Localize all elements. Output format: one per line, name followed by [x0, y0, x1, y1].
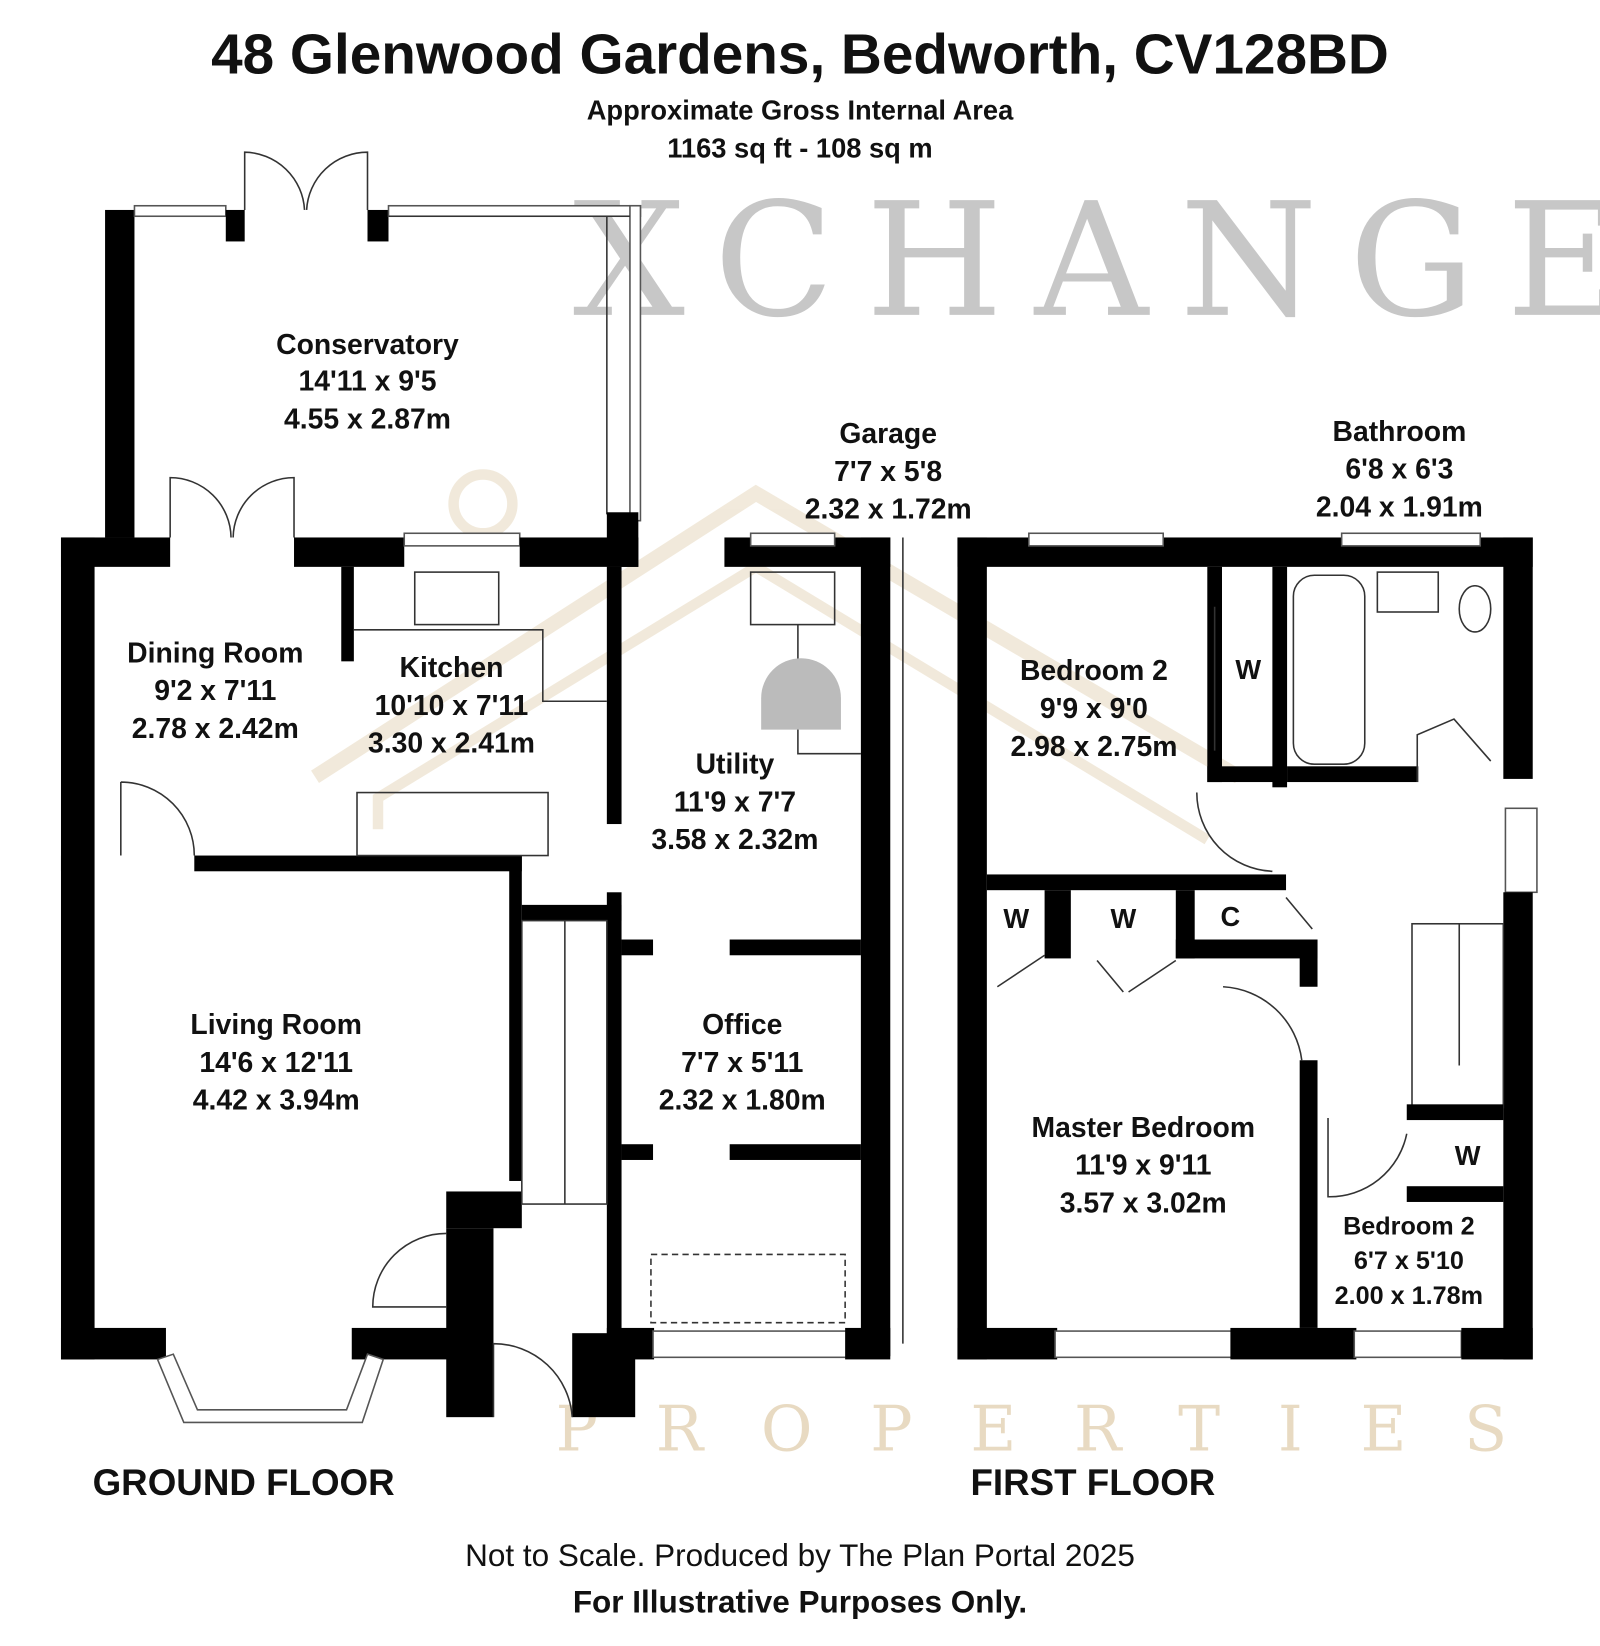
svg-text:7'7 x 5'11: 7'7 x 5'11 [681, 1047, 803, 1079]
svg-text:3.58 x 2.32m: 3.58 x 2.32m [651, 824, 818, 856]
cupboard-c: C [1221, 901, 1241, 932]
gross-area: 1163 sq ft - 108 sq m [667, 132, 932, 163]
svg-text:11'9 x 7'7: 11'9 x 7'7 [674, 786, 796, 818]
svg-text:6'7 x 5'10: 6'7 x 5'10 [1354, 1247, 1464, 1275]
svg-text:4.55 x 2.87m: 4.55 x 2.87m [284, 403, 451, 435]
svg-text:Bathroom: Bathroom [1333, 416, 1467, 448]
watermark-subtext: PROPERTIES [556, 1393, 1565, 1466]
svg-text:9'2 x 7'11: 9'2 x 7'11 [154, 675, 276, 707]
svg-text:Bedroom 2: Bedroom 2 [1020, 655, 1168, 687]
room-bedroom-3: Bedroom 2 6'7 x 5'10 2.00 x 1.78m [1335, 1213, 1483, 1310]
svg-text:4.42 x 3.94m: 4.42 x 3.94m [193, 1085, 360, 1117]
svg-text:Office: Office [702, 1009, 782, 1041]
svg-text:Garage: Garage [839, 418, 937, 450]
footer-note: Not to Scale. Produced by The Plan Porta… [465, 1537, 1135, 1573]
cupboard-w-4: W [1455, 1140, 1481, 1171]
svg-text:Living Room: Living Room [190, 1009, 362, 1041]
svg-text:11'9 x 9'11: 11'9 x 9'11 [1075, 1150, 1211, 1182]
first-floor-walls: W W W C W [957, 532, 1538, 1360]
svg-text:3.57 x 3.02m: 3.57 x 3.02m [1060, 1187, 1227, 1219]
room-utility: Utility 11'9 x 7'7 3.58 x 2.32m [651, 749, 818, 857]
ground-floor-walls [60, 151, 904, 1424]
svg-text:Master Bedroom: Master Bedroom [1032, 1112, 1256, 1144]
svg-text:14'6 x 12'11: 14'6 x 12'11 [199, 1047, 353, 1079]
room-bedroom-2: Bedroom 2 9'9 x 9'0 2.98 x 2.75m [1010, 655, 1177, 763]
room-office: Office 7'7 x 5'11 2.32 x 1.80m [659, 1009, 826, 1117]
watermark-text: XCHANGE [573, 170, 1600, 353]
svg-text:Kitchen: Kitchen [400, 652, 504, 684]
svg-text:2.32 x 1.72m: 2.32 x 1.72m [805, 494, 972, 526]
room-bathroom: Bathroom 6'8 x 6'3 2.04 x 1.91m [1316, 416, 1483, 524]
svg-text:6'8 x 6'3: 6'8 x 6'3 [1345, 454, 1453, 486]
svg-text:3.30 x 2.41m: 3.30 x 2.41m [368, 728, 535, 760]
svg-text:2.00 x 1.78m: 2.00 x 1.78m [1335, 1282, 1483, 1310]
svg-text:10'10 x 7'11: 10'10 x 7'11 [375, 690, 529, 722]
svg-text:7'7 x 5'8: 7'7 x 5'8 [834, 456, 942, 488]
cupboard-w-2: W [1003, 903, 1029, 934]
plan-subtitle: Approximate Gross Internal Area [587, 95, 1014, 126]
svg-text:Utility: Utility [696, 749, 775, 781]
svg-text:2.04 x 1.91m: 2.04 x 1.91m [1316, 491, 1483, 523]
room-master-bedroom: Master Bedroom 11'9 x 9'11 3.57 x 3.02m [1032, 1112, 1256, 1220]
first-floor-label: FIRST FLOOR [970, 1462, 1215, 1503]
svg-text:2.98 x 2.75m: 2.98 x 2.75m [1010, 731, 1177, 763]
svg-text:2.78 x 2.42m: 2.78 x 2.42m [132, 713, 299, 745]
ground-floor-label: GROUND FLOOR [93, 1462, 395, 1503]
svg-text:2.32 x 1.80m: 2.32 x 1.80m [659, 1085, 826, 1117]
ground-floor-rooms: Conservatory 14'11 x 9'5 4.55 x 2.87m Di… [127, 329, 971, 1117]
plan-title: 48 Glenwood Gardens, Bedworth, CV128BD [211, 23, 1389, 86]
svg-text:Bedroom 2: Bedroom 2 [1343, 1213, 1475, 1241]
room-kitchen: Kitchen 10'10 x 7'11 3.30 x 2.41m [368, 652, 535, 760]
cupboard-w-1: W [1235, 654, 1261, 685]
svg-text:Dining Room: Dining Room [127, 637, 303, 669]
footer-disclaimer: For Illustrative Purposes Only. [573, 1583, 1027, 1619]
svg-text:Conservatory: Conservatory [276, 329, 459, 361]
room-garage: Garage 7'7 x 5'8 2.32 x 1.72m [805, 418, 972, 526]
cupboard-w-3: W [1110, 903, 1136, 934]
first-floor-rooms: Bathroom 6'8 x 6'3 2.04 x 1.91m Bedroom … [1010, 416, 1483, 1310]
svg-text:9'9 x 9'0: 9'9 x 9'0 [1040, 693, 1148, 725]
room-dining-room: Dining Room 9'2 x 7'11 2.78 x 2.42m [127, 637, 303, 745]
svg-text:14'11 x 9'5: 14'11 x 9'5 [299, 366, 437, 398]
room-living-room: Living Room 14'6 x 12'11 4.42 x 3.94m [190, 1009, 362, 1117]
room-conservatory: Conservatory 14'11 x 9'5 4.55 x 2.87m [276, 329, 459, 436]
